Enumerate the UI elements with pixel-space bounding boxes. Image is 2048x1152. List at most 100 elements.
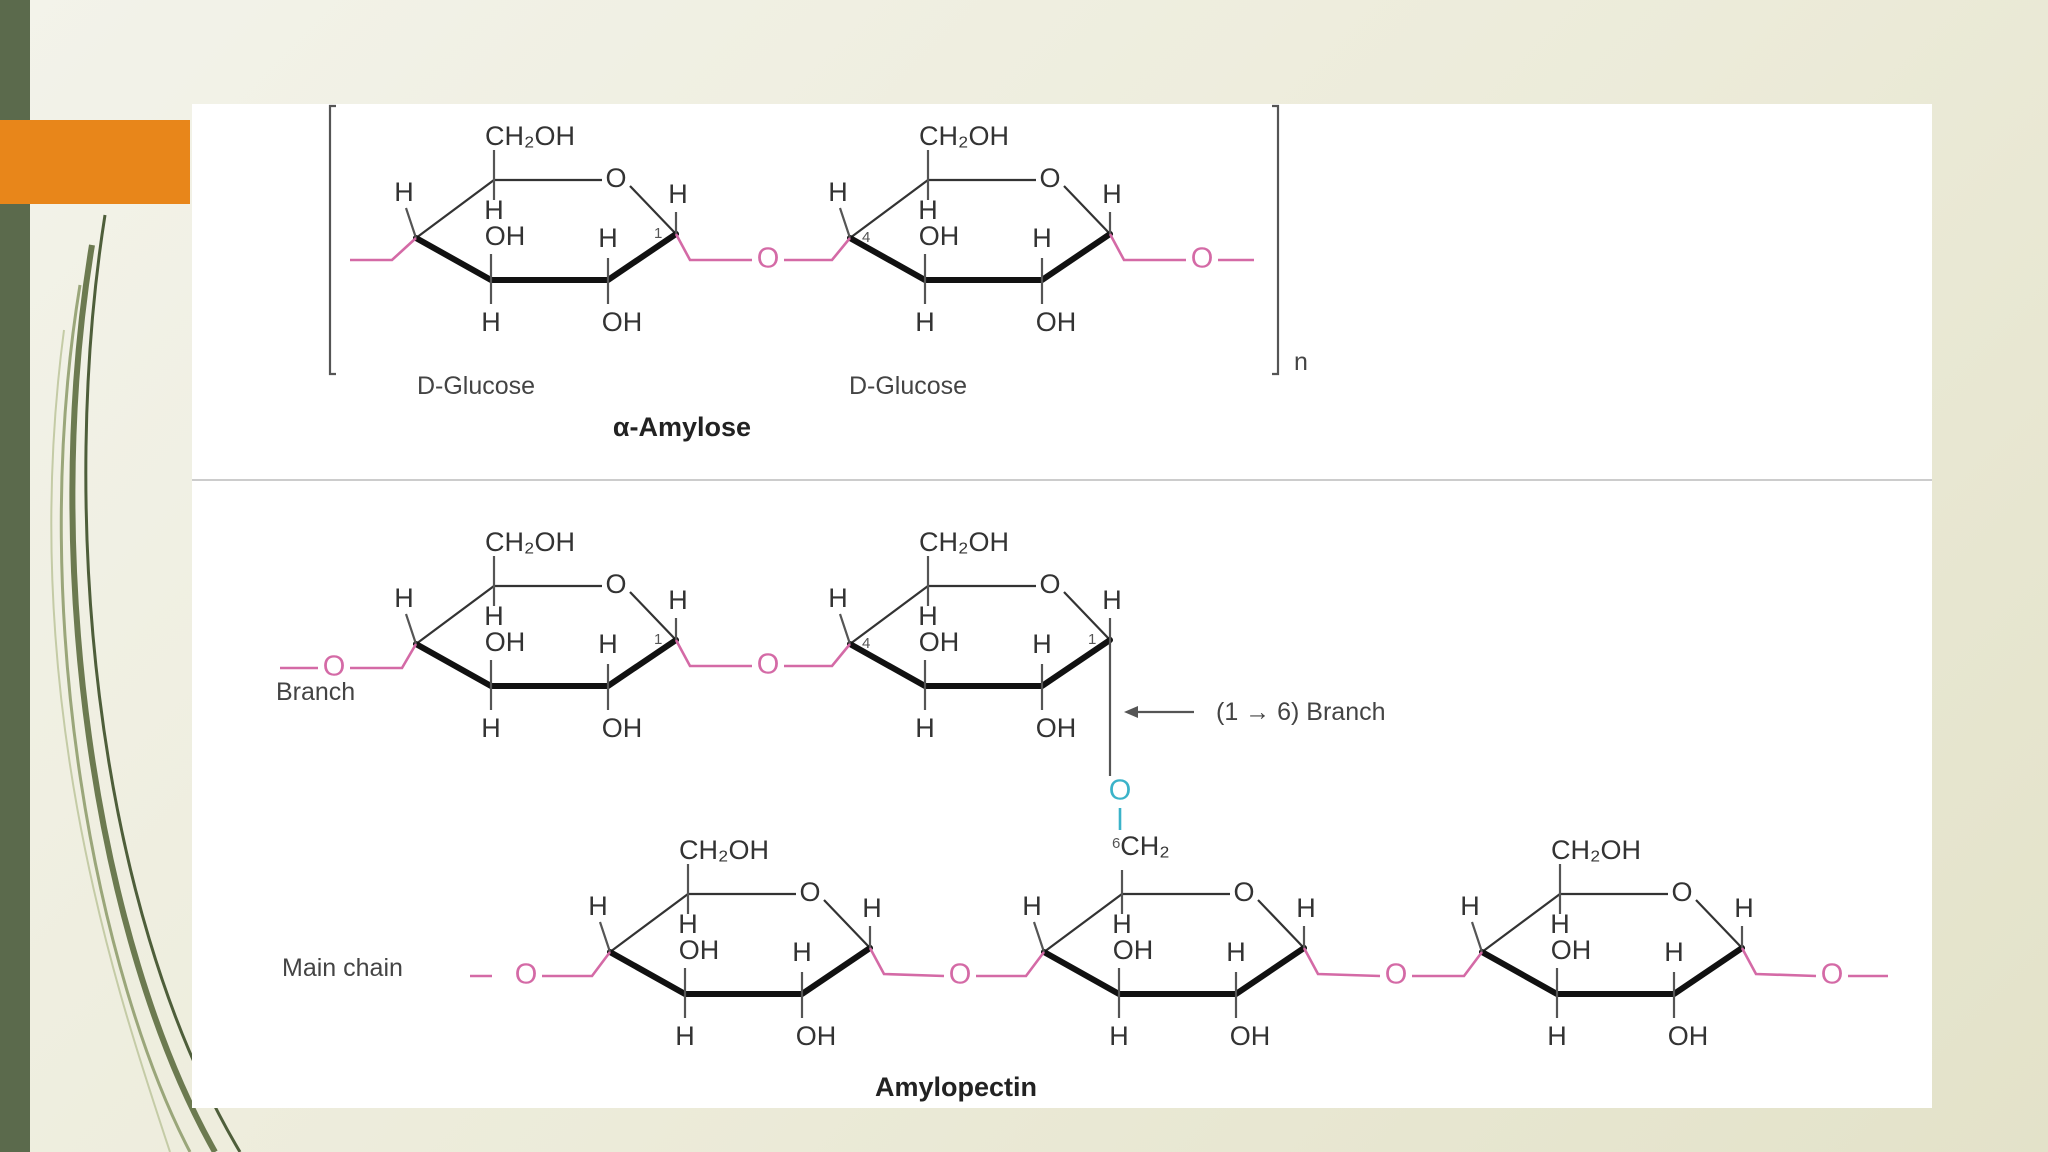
hydrogen: H <box>668 585 688 615</box>
hydrogen: H <box>828 583 848 613</box>
hydrogen: H <box>918 195 938 225</box>
hydrogen: H <box>1460 891 1480 921</box>
hydrogen: H <box>394 177 414 207</box>
hydrogen: H <box>862 893 882 923</box>
bond <box>838 613 852 645</box>
main-chain-label: Main chain <box>282 954 403 982</box>
ring-oxygen: O <box>1233 877 1254 907</box>
ring-back-edge <box>1257 899 1305 949</box>
ring-front-edge <box>1479 945 1745 997</box>
branch-arrow <box>1124 706 1194 718</box>
ring-front-edge <box>1041 945 1307 997</box>
hydrogen: H <box>1550 909 1570 939</box>
hydrogen: H <box>1664 937 1684 967</box>
ch2-group: CH₂ <box>1120 831 1169 861</box>
amylose-title: α-Amylose <box>613 412 751 442</box>
ring-front-edge <box>847 231 1113 283</box>
glycosidic-bond <box>542 951 612 978</box>
branch-label: Branch <box>276 678 355 706</box>
glycosidic-bond <box>868 947 945 978</box>
ch2oh-group: CH₂OH <box>485 527 575 557</box>
glucose-unit-label: D-Glucose <box>849 372 967 400</box>
carbon-number: 1 <box>654 225 662 242</box>
hydrogen: H <box>481 713 501 743</box>
hydrogen: H <box>481 307 501 337</box>
carbon-number: 4 <box>862 635 870 652</box>
amylopectin-structure: OOCH₂OHHHOHHHOHH1OCH₂OHHHOHHHOHH14OBranc… <box>276 527 1888 1102</box>
bond <box>838 207 852 239</box>
hydroxyl-group: OH <box>1668 1021 1709 1051</box>
hydrogen: H <box>588 891 608 921</box>
hydrogen: H <box>394 583 414 613</box>
hydrogen: H <box>484 601 504 631</box>
glycosidic-bond <box>1108 233 1186 262</box>
hydrogen: H <box>1109 1021 1129 1051</box>
decorative-curve <box>59 284 192 1152</box>
hydroxyl-group: OH <box>1551 935 1592 965</box>
bond <box>404 207 418 239</box>
hydrogen: H <box>915 713 935 743</box>
hydrogen: H <box>1547 1021 1567 1051</box>
glycosidic-bond <box>784 237 852 262</box>
decorative-curve <box>50 329 171 1152</box>
hydrogen: H <box>675 1021 695 1051</box>
repeat-subscript: n <box>1294 348 1308 376</box>
linkage-oxygen: O <box>1191 243 1214 275</box>
branch-link-label: (1 → 6) Branch <box>1216 698 1386 726</box>
hydrogen: H <box>668 179 688 209</box>
hydrogen: H <box>598 223 618 253</box>
hydroxyl-group: OH <box>679 935 720 965</box>
linkage-oxygen: O <box>949 959 972 991</box>
hydroxyl-group: OH <box>1036 713 1077 743</box>
ring-oxygen: O <box>605 569 626 599</box>
amylopectin-title: Amylopectin <box>875 1072 1037 1102</box>
branch-point-oxygen: O <box>1109 775 1132 807</box>
hydroxyl-group: OH <box>1113 935 1154 965</box>
hydrogen: H <box>1296 893 1316 923</box>
carbon-number: 4 <box>862 229 870 246</box>
glycosidic-bond <box>674 233 752 262</box>
glycosidic-bond <box>1740 947 1817 978</box>
ring-back-edge <box>629 185 677 235</box>
ring-front-edge <box>847 637 1113 689</box>
ring-back-edge <box>1695 899 1743 949</box>
glycosidic-bond <box>1302 947 1381 978</box>
hydroxyl-group: OH <box>485 627 526 657</box>
linkage-oxygen: O <box>1385 959 1408 991</box>
hydrogen: H <box>1102 179 1122 209</box>
ring-back-edge <box>1063 591 1111 641</box>
hydrogen: H <box>598 629 618 659</box>
hydrogen: H <box>1112 909 1132 939</box>
hydrogen: H <box>792 937 812 967</box>
hydrogen: H <box>1226 937 1246 967</box>
glycosidic-bond <box>674 639 752 668</box>
hydroxyl-group: OH <box>919 221 960 251</box>
ring-oxygen: O <box>1671 877 1692 907</box>
arrow-head <box>1124 706 1138 718</box>
bond <box>1032 921 1046 953</box>
ch2oh-group: CH₂OH <box>919 527 1009 557</box>
ring-oxygen: O <box>1039 569 1060 599</box>
carbon-number: 1 <box>654 631 662 648</box>
hydrogen: H <box>1032 223 1052 253</box>
glucose-unit-label: D-Glucose <box>417 372 535 400</box>
ring-oxygen: O <box>799 877 820 907</box>
glycosidic-bond <box>350 643 418 670</box>
ch2oh-group: CH₂OH <box>679 835 769 865</box>
hydroxyl-group: OH <box>602 713 643 743</box>
ch2oh-group: CH₂OH <box>919 121 1009 151</box>
carbon-number: 1 <box>1088 631 1096 648</box>
branch-oxygen: O <box>323 651 346 683</box>
bond <box>1470 921 1484 953</box>
hydroxyl-group: OH <box>1230 1021 1271 1051</box>
ring-oxygen: O <box>605 163 626 193</box>
ring-back-edge <box>1063 185 1111 235</box>
decorative-curve <box>84 214 242 1152</box>
hydroxyl-group: OH <box>796 1021 837 1051</box>
ch2oh-group: CH₂OH <box>485 121 575 151</box>
